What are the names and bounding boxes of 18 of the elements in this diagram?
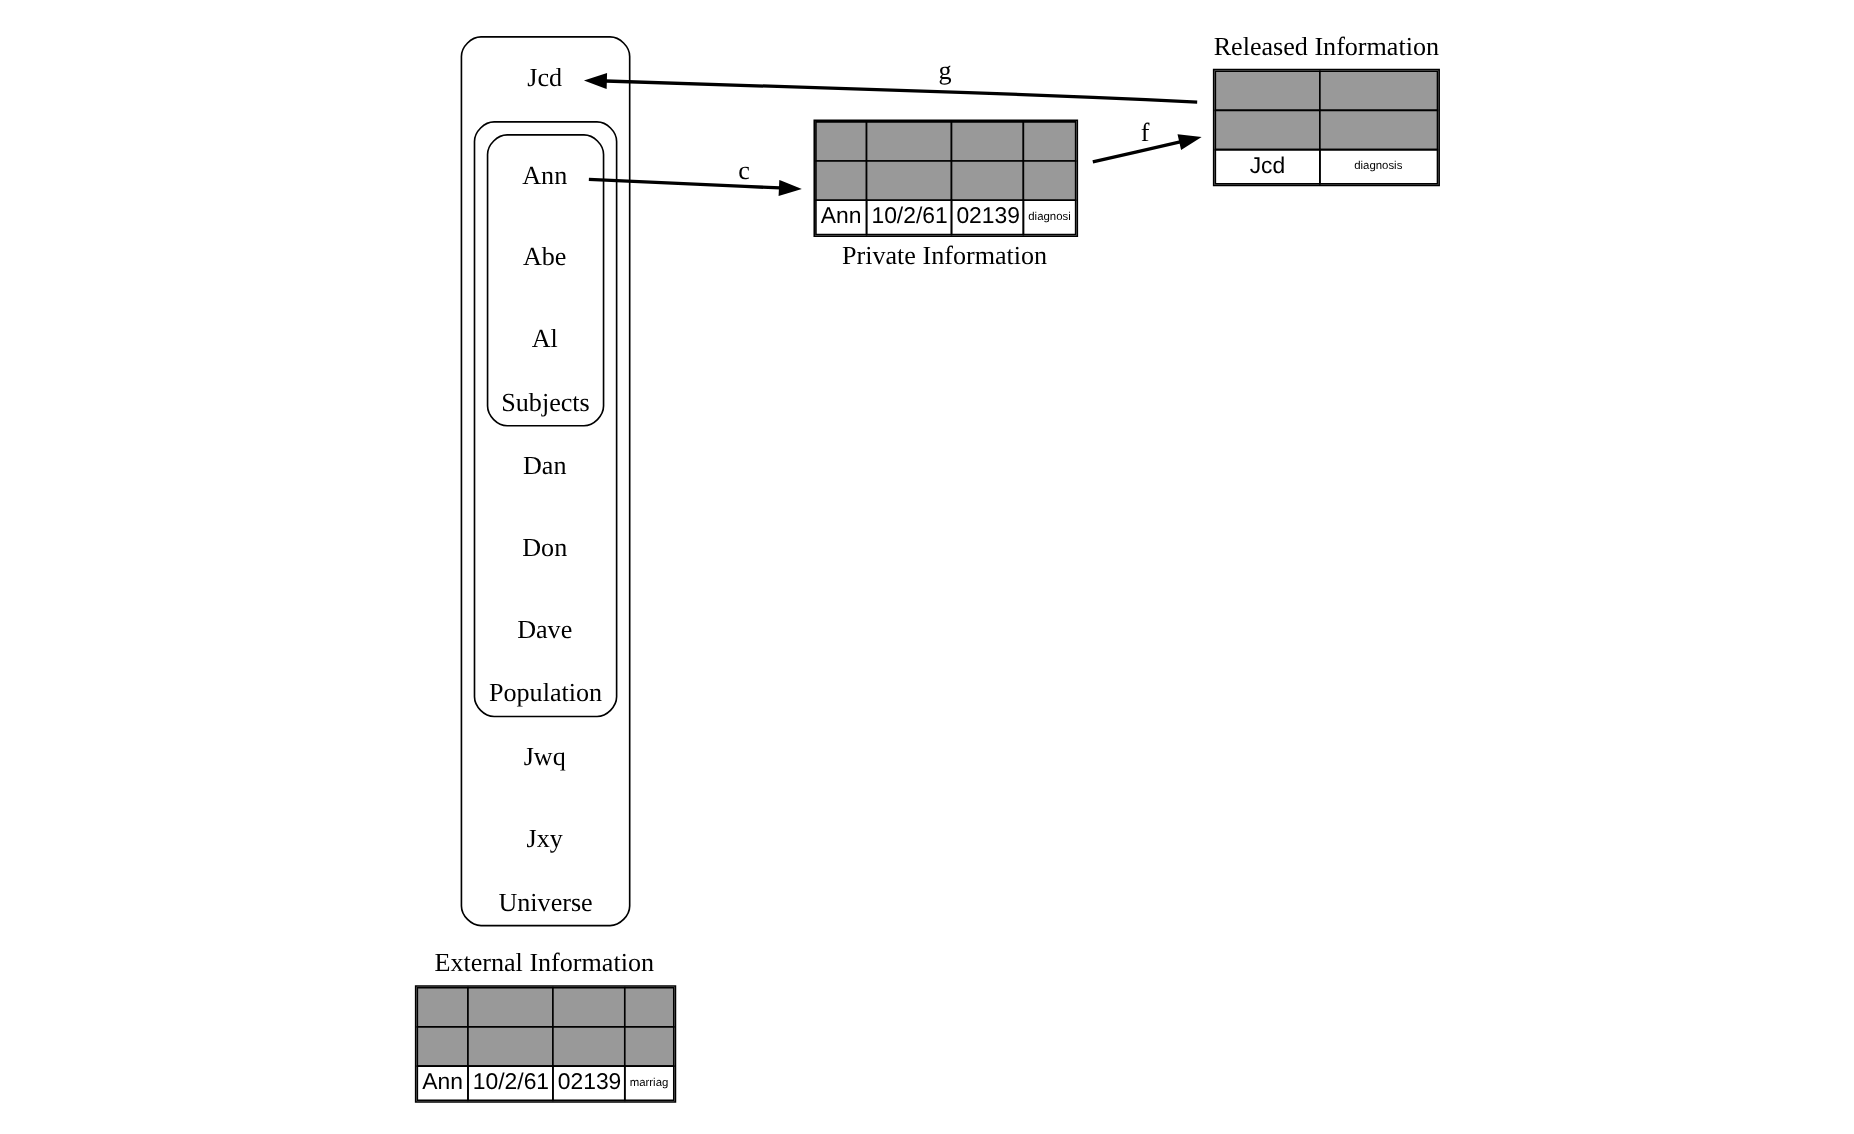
edge-label: c: [738, 154, 750, 185]
node-text: Dave: [517, 613, 573, 644]
edge-label: f: [1140, 117, 1150, 148]
edge-label: g: [938, 55, 952, 86]
node-text: Dan: [522, 450, 567, 481]
node-label: Private Information: [842, 239, 1048, 270]
arrow: [1092, 134, 1202, 164]
node-text: Al: [531, 322, 558, 353]
node-label: External Information: [434, 946, 655, 977]
node-text: Don: [522, 532, 568, 563]
node-text: Abe: [522, 241, 567, 272]
node-text: Jcd: [527, 61, 563, 92]
arrow: [588, 177, 802, 196]
node-text: Jxy: [526, 822, 563, 853]
node-label: Released Information: [1213, 30, 1440, 61]
arrow: [583, 73, 1198, 104]
node-text: Jwq: [523, 741, 566, 772]
node-text: Ann: [522, 159, 568, 190]
